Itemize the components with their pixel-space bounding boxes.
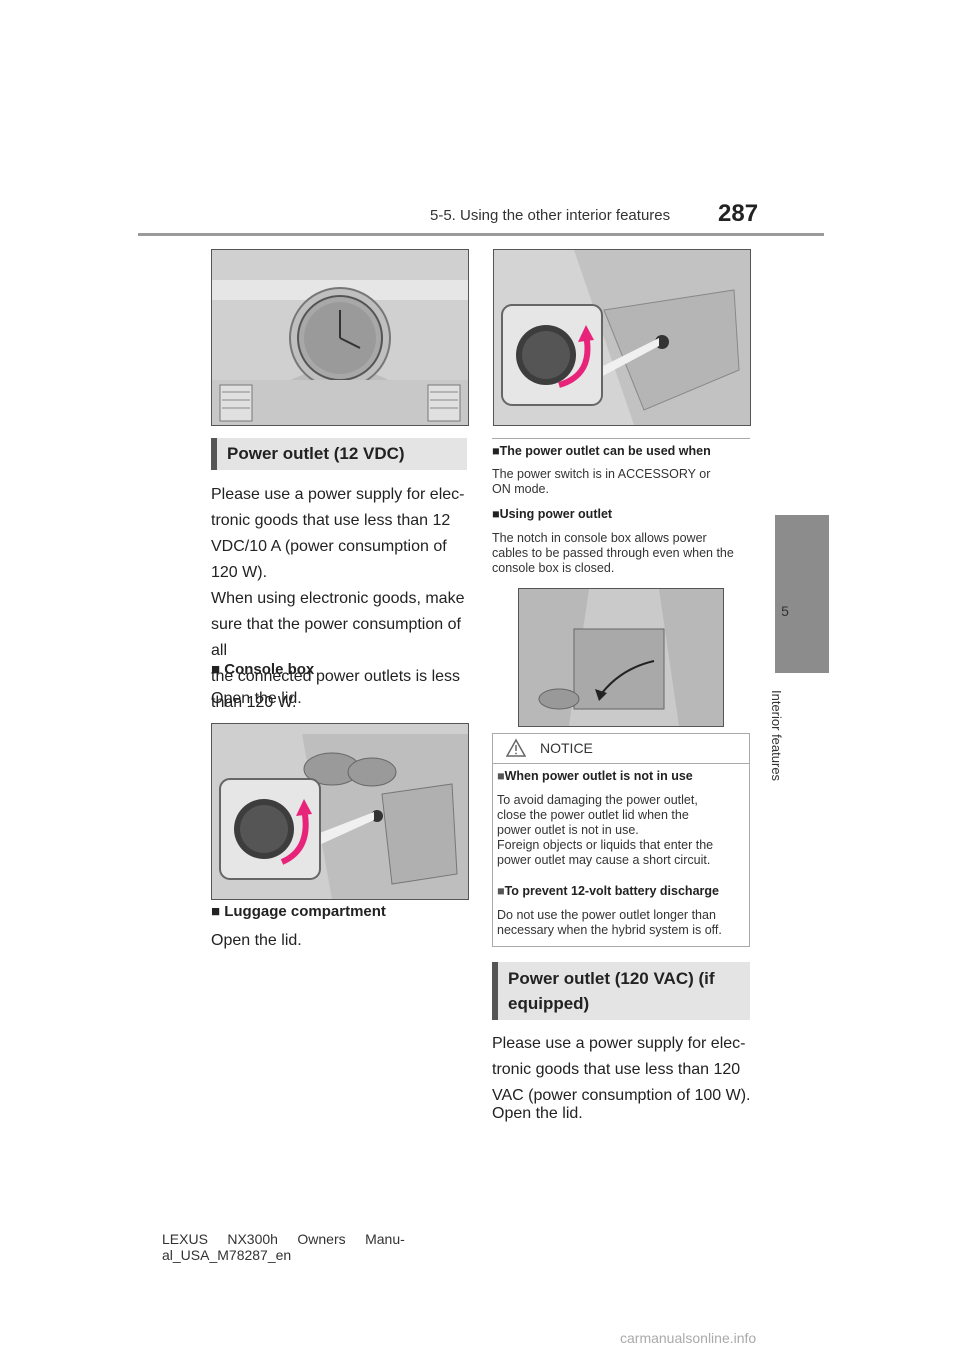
bullet-square-icon: ■ (211, 903, 221, 920)
footer: LEXUS NX300h Owners Manu- al_USA_M78287_… (162, 1231, 405, 1263)
text-line: sure that the power consumption of all (211, 616, 461, 659)
luggage-text: Open the lid. (211, 932, 302, 949)
notice-item2-text: Do not use the power outlet longer than … (497, 908, 747, 938)
chapter-number: 5 (781, 603, 789, 619)
using-outlet-text: The notch in console box allows power ca… (492, 531, 734, 576)
bullet-square-icon: ■ (492, 507, 500, 521)
section-heading-12vdc: Power outlet (12 VDC) (211, 438, 467, 470)
notice-item2-heading: ■To prevent 12-volt battery discharge (497, 884, 719, 898)
text-line: power outlet is not in use. (497, 823, 639, 837)
notice-item1-label: When power outlet is not in use (504, 769, 693, 783)
luggage-label: Luggage compartment (224, 903, 386, 920)
notice-item1-heading: ■When power outlet is not in use (497, 769, 693, 783)
text-line: tronic goods that use less than 120 (492, 1061, 741, 1078)
footer-line: al_USA_M78287_en (162, 1247, 292, 1263)
bullet-square-icon: ■ (497, 884, 505, 898)
intro-12vdc: Please use a power supply for elec- tron… (211, 482, 473, 716)
text-line: cables to be passed through even when th… (492, 546, 734, 560)
console-box-heading: ■ Console box (211, 661, 314, 678)
footer-line: LEXUS NX300h Owners Manu- (162, 1231, 405, 1247)
text-line: necessary when the hybrid system is off. (497, 923, 722, 937)
text-line: Please use a power supply for elec- (211, 486, 465, 503)
text-line: ON mode. (492, 482, 549, 496)
notice-divider (492, 763, 750, 764)
section-heading-120vac: Power outlet (120 VAC) (if equipped) (492, 962, 750, 1020)
chapter-label: Interior features (769, 690, 784, 782)
using-outlet-heading: ■Using power outlet (492, 507, 612, 521)
notice-box (492, 733, 750, 947)
warning-triangle-icon (505, 738, 527, 758)
luggage-heading: ■ Luggage compartment (211, 903, 386, 920)
text-line: To avoid damaging the power outlet, (497, 793, 698, 807)
header-divider (138, 233, 824, 236)
text-line: The power switch is in ACCESSORY or (492, 467, 711, 481)
text-line: Foreign objects or liquids that enter th… (497, 838, 714, 852)
intro-120vac: Please use a power supply for elec- tron… (492, 1031, 754, 1109)
console-notch-illustration (518, 588, 724, 727)
text-line: close the power outlet lid when the (497, 808, 689, 822)
text-line: Do not use the power outlet longer than (497, 908, 716, 922)
heading-line: Power outlet (120 VAC) (if (508, 969, 715, 988)
clock-illustration (211, 249, 469, 426)
bullet-square-icon: ■ (497, 769, 505, 783)
text-line: Please use a power supply for elec- (492, 1035, 746, 1052)
using-outlet-label: Using power outlet (499, 507, 613, 521)
section-title: 5-5. Using the other interior features (430, 207, 671, 224)
text-line: than 120 W. (211, 694, 297, 711)
text-line: tronic goods that use less than 12 (211, 512, 451, 529)
chapter-tab (775, 515, 829, 673)
console-box-label: Console box (224, 661, 315, 678)
bullet-square-icon: ■ (492, 444, 500, 458)
console-outlet-illustration (211, 723, 469, 900)
watermark: carmanualsonline.info (620, 1330, 757, 1346)
console-box-text: Open the lid. (211, 690, 302, 707)
notice-item1-text: To avoid damaging the power outlet, clos… (497, 793, 747, 868)
text-line: console box is closed. (492, 561, 615, 575)
right-divider (492, 438, 750, 439)
notice-title: NOTICE (540, 740, 593, 756)
text-line: 120 W). (211, 564, 268, 581)
text-line: VAC (power consumption of 100 W). (492, 1087, 751, 1104)
when-usable-label: The power outlet can be used when (499, 444, 711, 458)
heading-line: equipped) (508, 994, 590, 1013)
text-line: the connected power outlets is less (211, 668, 461, 685)
text-line: power outlet may cause a short circuit. (497, 853, 711, 867)
when-usable-text: The power switch is in ACCESSORY or ON m… (492, 467, 710, 497)
when-usable-heading: ■The power outlet can be used when (492, 444, 711, 458)
notice-item2-label: To prevent 12-volt battery discharge (504, 884, 719, 898)
luggage-outlet-illustration (493, 249, 751, 426)
text-line: When using electronic goods, make (211, 590, 465, 607)
page-number: 287 (718, 200, 759, 227)
bullet-square-icon: ■ (211, 661, 221, 678)
text-line: VDC/10 A (power consumption of (211, 538, 447, 555)
text-line: The notch in console box allows power (492, 531, 707, 545)
ac-open-text: Open the lid. (492, 1105, 583, 1122)
